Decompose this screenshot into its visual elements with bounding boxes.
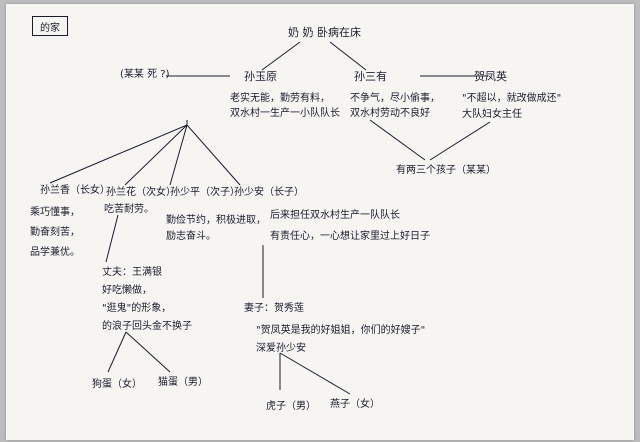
sun-shaoping-name: 孙少平（次子）: [170, 187, 240, 198]
shaoan-wife-line-2: "贺凤英是我的好姐姐，你们的好嫂子": [256, 325, 426, 336]
paper-sheet: [6, 4, 634, 440]
lanhua-husband-line-4: 的浪子回头金不换子: [102, 321, 192, 332]
grandmother-node: 奶 奶 卧病在床: [288, 26, 361, 39]
shaoan-kid-huzi: 虎子（男）: [266, 401, 316, 412]
title-text: 的家: [40, 22, 60, 34]
connector-top-left: [261, 41, 301, 71]
shaoan-wife-line-1: 妻子：贺秀莲: [244, 303, 304, 314]
children-note: 有两三个孩子（某某）: [396, 165, 496, 176]
sun-lanxiang-desc-2: 勤奋刻苦，: [30, 227, 80, 238]
sun-yuhou-desc-2: 双水村一生产一小队队长: [230, 108, 340, 119]
shaoan-wife-line-3: 深爱孙少安: [256, 343, 306, 354]
lanhua-kid-goudan: 狗蛋（女）: [92, 379, 142, 390]
connector-hefengying-to-children: [429, 121, 491, 161]
connector-to-shaoping: [169, 124, 188, 186]
connector-to-shaoan: [186, 124, 241, 186]
sun-yuting-name: 孙三有: [354, 70, 387, 83]
connector-to-lanhua: [124, 124, 188, 186]
he-fengying-name: 贺凤英: [474, 70, 507, 83]
connector-shaoan-to-children: [369, 119, 426, 161]
title-box: 的家: [32, 16, 68, 36]
sun-shaoping-desc-2: 励志奋斗。: [166, 231, 216, 242]
connector-top-right: [329, 41, 367, 71]
connector-lanhua-kids-split: [107, 331, 127, 373]
sun-shaoan-desc-2: 有责任心，一心想让家里过上好日子: [270, 231, 430, 242]
sun-shaoan-desc-1: 后来担任双水村生产一队队长: [270, 210, 400, 221]
sun-lanxiang-desc-3: 品学兼优。: [30, 247, 80, 258]
sun-yuhou-name: 孙玉原: [244, 70, 277, 83]
connector-lanhua-kids-split-2: [125, 331, 171, 373]
he-fengying-desc-2: 大队妇女主任: [462, 109, 522, 120]
sun-lanhua-name: 孙兰花（次女）: [106, 187, 176, 198]
shaoan-kid-yanzi: 燕子（女）: [330, 399, 380, 410]
sun-yuting-desc-2: 双水村劳动不良好: [350, 108, 430, 119]
sun-lanxiang-name: 孙兰香（长女）: [40, 185, 110, 196]
connector-to-lanxiang: [49, 124, 188, 184]
sun-lanxiang-desc-1: 乘巧懂事，: [30, 207, 80, 218]
sun-lanhua-desc-1: 吃苦耐劳。: [104, 204, 154, 215]
he-fengying-desc-1: "不超以，就改做成还": [462, 93, 562, 104]
sun-yuhou-desc-1: 老实无能，勤劳有料，: [230, 93, 330, 104]
lanhua-husband-line-1: 丈夫：王满银: [102, 267, 162, 278]
sun-shaoan-name: 孙少安（长子）: [234, 187, 304, 198]
sun-yuting-desc-1: 不争气，尽小偷事，: [350, 93, 440, 104]
lanhua-kid-maodan: 猫蛋（男）: [158, 377, 208, 388]
uncle-note: (某某 死 ?): [120, 69, 170, 80]
lanhua-husband-line-2: 好吃懒做，: [102, 285, 152, 296]
connector-lanhua-down: [105, 214, 119, 263]
connector-shaoan-kids-split-2: [279, 352, 351, 395]
sun-shaoping-desc-1: 勤俭节约，积极进取，: [166, 215, 266, 226]
lanhua-husband-line-3: "逛鬼"的形象，: [102, 303, 172, 314]
